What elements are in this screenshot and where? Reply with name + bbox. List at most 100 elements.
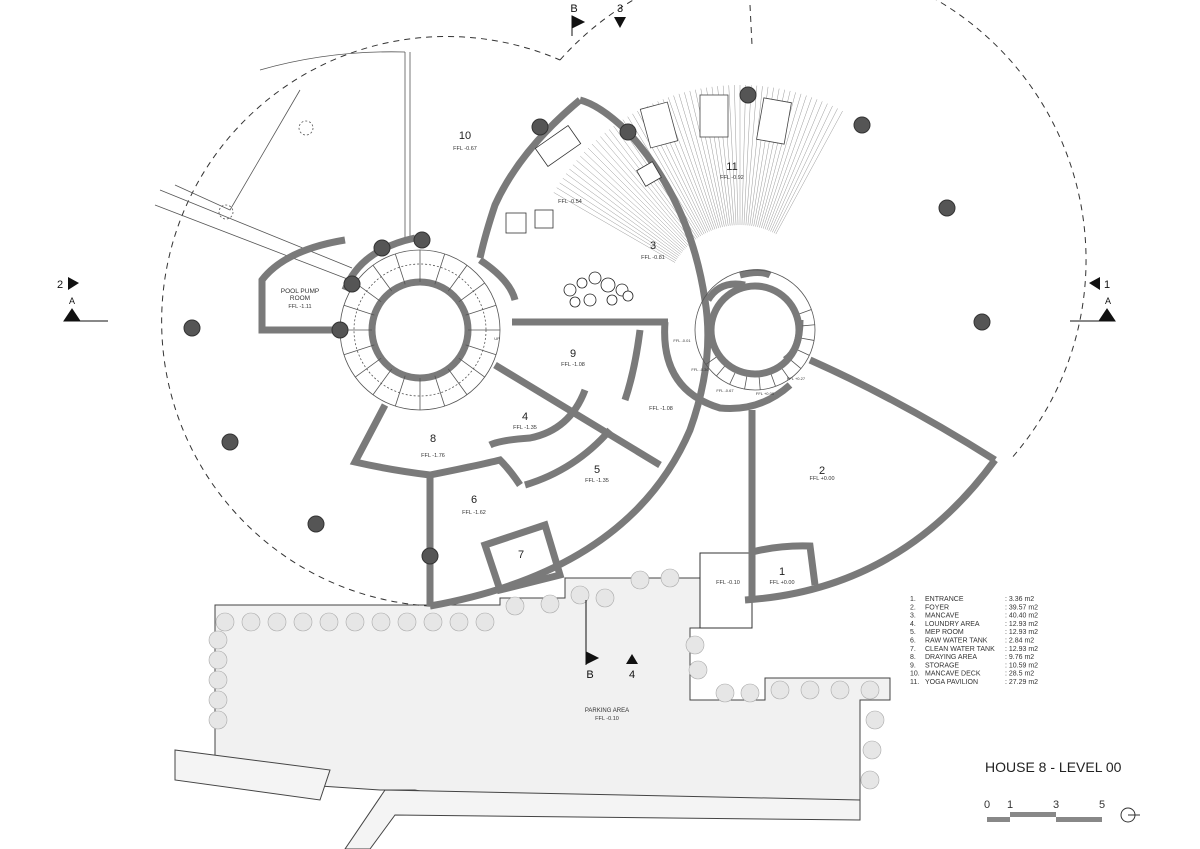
room-9-number: 9 <box>570 348 576 360</box>
room-8-number: 8 <box>430 433 436 445</box>
legend-room-area: : 12.93 m2 <box>1005 629 1038 636</box>
legend-number: 3. <box>910 613 916 620</box>
legend-number: 6. <box>910 638 916 645</box>
room-4-number: 4 <box>522 411 528 423</box>
legend-room-area: : 2.84 m2 <box>1005 638 1034 645</box>
elevation-arrow-icon <box>1089 277 1100 290</box>
legend-room-name: MANCAVE <box>925 613 959 620</box>
column <box>183 319 201 337</box>
shrub <box>345 612 365 632</box>
path-walkway <box>174 749 331 801</box>
legend-room-area: : 3.36 m2 <box>1005 596 1034 603</box>
pavilion-outline <box>559 0 1087 461</box>
legend-room-area: : 9.76 m2 <box>1005 654 1034 661</box>
shrub <box>293 612 313 632</box>
pool-pump-label-2: ROOM <box>290 295 310 302</box>
shrub <box>423 612 443 632</box>
room-8-level: FFL -1.76 <box>421 453 445 459</box>
legend-number: 7. <box>910 646 916 653</box>
legend-room-area: : 10.59 m2 <box>1005 662 1038 669</box>
elevation-1-label: 1 <box>1104 279 1110 291</box>
section-a-left-label: A <box>69 296 75 306</box>
shrub <box>215 612 235 632</box>
shrub <box>208 710 228 730</box>
shrub <box>570 585 590 605</box>
room-7-number: 7 <box>518 549 524 561</box>
path-walkway-2 <box>344 789 861 849</box>
stair-level-e: FFL +0.27 <box>787 376 806 381</box>
legend-number: 9. <box>910 662 916 669</box>
shrub <box>475 612 495 632</box>
column <box>421 547 439 565</box>
scale-tick-5: 5 <box>1099 799 1105 811</box>
section-3-label: 3 <box>617 3 623 15</box>
column <box>853 116 871 134</box>
elevation-arrow-icon <box>68 277 79 290</box>
stair-level-c: FFL -0.67 <box>716 388 734 393</box>
scale-tick-0: 0 <box>984 799 990 811</box>
room-2-level: FFL +0.00 <box>809 476 834 482</box>
section-a-right-label: A <box>1105 296 1111 306</box>
legend-number: 10. <box>910 671 920 678</box>
legend-room-name: FOYER <box>925 604 949 611</box>
shrub <box>862 740 882 760</box>
legend-room-area: : 40.40 m2 <box>1005 613 1038 620</box>
roof-line <box>749 4 753 46</box>
drawing-title: HOUSE 8 - LEVEL 00 <box>985 759 1122 775</box>
shrub <box>715 683 735 703</box>
column <box>331 321 349 339</box>
legend-number: 2. <box>910 604 916 611</box>
stair-level-b: FFL -0.36 <box>691 367 709 372</box>
room-6-number: 6 <box>471 494 477 506</box>
legend-number: 5. <box>910 629 916 636</box>
scale-bar: 0 1 3 5 <box>984 799 1140 823</box>
room-3-number: 3 <box>650 240 656 252</box>
shrub <box>685 635 705 655</box>
shrub <box>397 612 417 632</box>
shrub <box>540 594 560 614</box>
elevation-2-label: 2 <box>57 279 63 291</box>
section-b-top-label: B <box>570 3 577 15</box>
legend-room-name: YOGA PAVILION <box>925 679 978 686</box>
legend-number: 1. <box>910 596 916 603</box>
yoga-deck-hatching <box>553 85 843 263</box>
room-3-level: FFL -0.81 <box>641 255 665 261</box>
column <box>413 231 431 249</box>
section-arrow-icon <box>63 308 108 322</box>
entry-stair-landing <box>699 552 753 629</box>
column <box>373 239 391 257</box>
column <box>531 118 549 136</box>
shrub <box>770 680 790 700</box>
pool-pump-label-1: POOL PUMP <box>281 288 319 295</box>
foyer-stair-core <box>707 282 803 378</box>
column <box>221 433 239 451</box>
elevation-triangle-icon <box>626 654 638 664</box>
legend-number: 11. <box>910 679 919 686</box>
shrub <box>830 680 850 700</box>
north-arrow-icon <box>1120 807 1140 823</box>
room-labels: 10 FFL -0.67 11 FFL -0.92 FFL -0.54 3 FF… <box>281 130 835 722</box>
shrub <box>241 612 261 632</box>
stair-up-label: UP <box>494 336 500 341</box>
area-legend: 1.ENTRANCE: 3.36 m22.FOYER: 39.57 m23.MA… <box>910 596 1038 686</box>
room-1-level: FFL +0.00 <box>769 580 794 586</box>
legend-room-name: LOUNDRY AREA <box>925 621 980 628</box>
deck-outline <box>161 36 561 607</box>
pool-pump-level: FFL -1.11 <box>288 304 311 310</box>
shrub <box>595 588 615 608</box>
shrub <box>860 770 880 790</box>
legend-room-name: MEP ROOM <box>925 629 964 636</box>
shrub <box>660 568 680 588</box>
legend-number: 8. <box>910 654 916 661</box>
legend-room-name: DRAYING AREA <box>925 654 977 661</box>
room-10-level: FFL -0.67 <box>453 146 477 152</box>
scale-tick-3: 3 <box>1053 799 1059 811</box>
section-arrow-icon <box>1070 308 1116 322</box>
planting <box>208 568 885 790</box>
shrub <box>630 570 650 590</box>
room-1-number: 1 <box>779 566 785 578</box>
legend-room-area: : 12.93 m2 <box>1005 646 1038 653</box>
shrub <box>267 612 287 632</box>
columns <box>183 86 991 565</box>
scale-tick-1: 1 <box>1007 799 1013 811</box>
